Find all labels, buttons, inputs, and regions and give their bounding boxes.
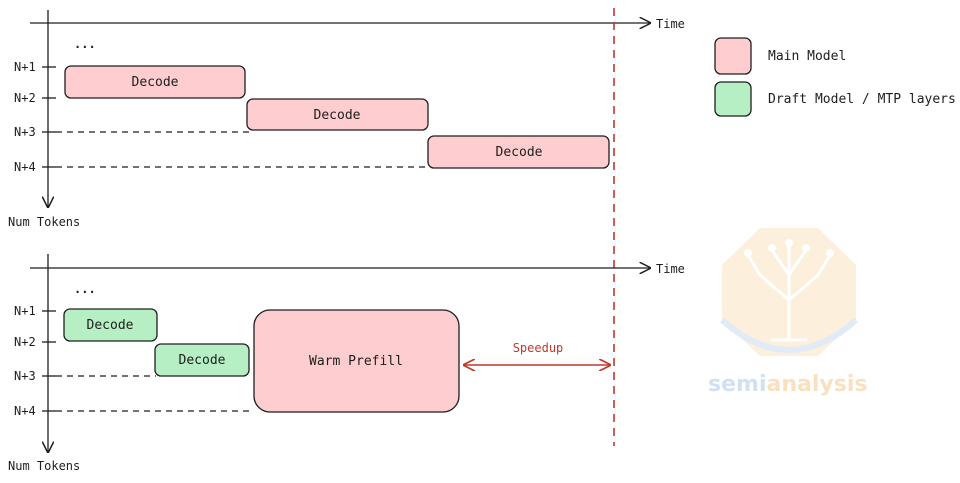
bottom-panel: Time Num Tokens ... N+1 N+2 N+3 N+4 Deco… xyxy=(8,254,685,473)
bottom-ellipsis: ... xyxy=(74,282,96,296)
bottom-row-label-n3: N+3 xyxy=(14,369,36,383)
bottom-token-axis-label: Num Tokens xyxy=(8,459,80,473)
top-row-label-n1: N+1 xyxy=(14,60,36,74)
bottom-warm-prefill-box xyxy=(253,309,460,413)
legend-draft-model-swatch xyxy=(714,81,752,117)
bottom-row-label-n4: N+4 xyxy=(14,404,36,418)
bottom-warm-prefill-label: Warm Prefill xyxy=(309,354,403,369)
watermark: semianalysis xyxy=(708,228,867,397)
top-decode-box-3 xyxy=(427,135,610,169)
top-time-label: Time xyxy=(656,17,685,31)
bottom-draft-decode-label-2: Decode xyxy=(179,353,226,368)
top-decode-box-1 xyxy=(64,65,246,99)
legend-draft-model-label: Draft Model / MTP layers xyxy=(768,92,956,107)
watermark-text: semianalysis xyxy=(708,372,867,397)
top-row-label-n4: N+4 xyxy=(14,160,36,174)
legend-main-model-swatch xyxy=(714,37,752,75)
top-token-axis-label: Num Tokens xyxy=(8,215,80,229)
top-decode-label-3: Decode xyxy=(496,145,543,160)
bottom-draft-decode-label-1: Decode xyxy=(87,318,134,333)
top-panel: Time Num Tokens ... N+1 N+2 N+3 N+4 Deco… xyxy=(8,10,685,229)
top-decode-label-2: Decode xyxy=(314,108,361,123)
bottom-time-label: Time xyxy=(656,262,685,276)
top-decode-label-1: Decode xyxy=(132,75,179,90)
legend-main-model-label: Main Model xyxy=(768,49,846,64)
speedup-label: Speedup xyxy=(513,341,564,355)
bottom-draft-decode-box-1 xyxy=(63,308,158,342)
top-ellipsis: ... xyxy=(74,37,96,51)
top-row-label-n3: N+3 xyxy=(14,125,36,139)
top-row-label-n2: N+2 xyxy=(14,91,36,105)
bottom-row-label-n1: N+1 xyxy=(14,304,36,318)
legend: Main Model Draft Model / MTP layers xyxy=(714,37,956,117)
bottom-row-label-n2: N+2 xyxy=(14,335,36,349)
top-decode-box-2 xyxy=(246,98,429,131)
bottom-draft-decode-box-2 xyxy=(154,343,250,377)
circuit-tree-icon xyxy=(719,228,859,356)
